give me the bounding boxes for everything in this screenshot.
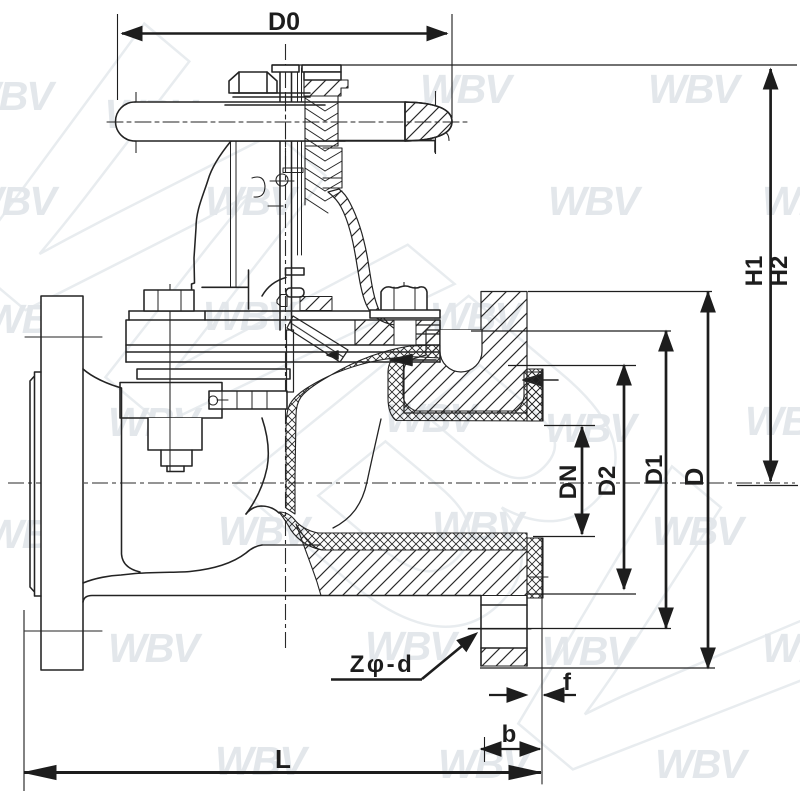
svg-text:WBV: WBV <box>108 625 203 671</box>
svg-text:WBV: WBV <box>542 628 637 674</box>
svg-text:WBV: WBV <box>0 73 57 119</box>
svg-text:WBV: WBV <box>762 178 800 224</box>
svg-text:WBV: WBV <box>0 178 60 224</box>
svg-text:WBV: WBV <box>652 508 747 554</box>
svg-text:H2: H2 <box>766 256 793 287</box>
svg-text:WBV: WBV <box>215 738 310 784</box>
svg-text:Zφ-d: Zφ-d <box>350 651 414 678</box>
svg-text:WBV: WBV <box>365 623 460 669</box>
svg-text:WBV: WBV <box>655 741 750 787</box>
svg-text:WBV: WBV <box>545 405 640 451</box>
svg-text:WBV: WBV <box>203 293 298 339</box>
svg-text:b: b <box>502 721 517 748</box>
svg-text:D2: D2 <box>594 466 621 497</box>
svg-text:WBV: WBV <box>762 625 800 671</box>
svg-text:WBV: WBV <box>420 66 515 112</box>
svg-text:WBV: WBV <box>745 398 800 444</box>
svg-text:f: f <box>563 669 572 696</box>
svg-text:D: D <box>679 468 709 487</box>
svg-text:WBV: WBV <box>548 178 643 224</box>
svg-text:WBV: WBV <box>648 66 743 112</box>
svg-text:L: L <box>275 744 291 774</box>
svg-text:WBV: WBV <box>205 178 300 224</box>
svg-text:D1: D1 <box>641 455 668 486</box>
svg-text:D0: D0 <box>268 8 300 36</box>
svg-text:H1: H1 <box>741 256 768 287</box>
svg-text:DN: DN <box>555 465 582 500</box>
